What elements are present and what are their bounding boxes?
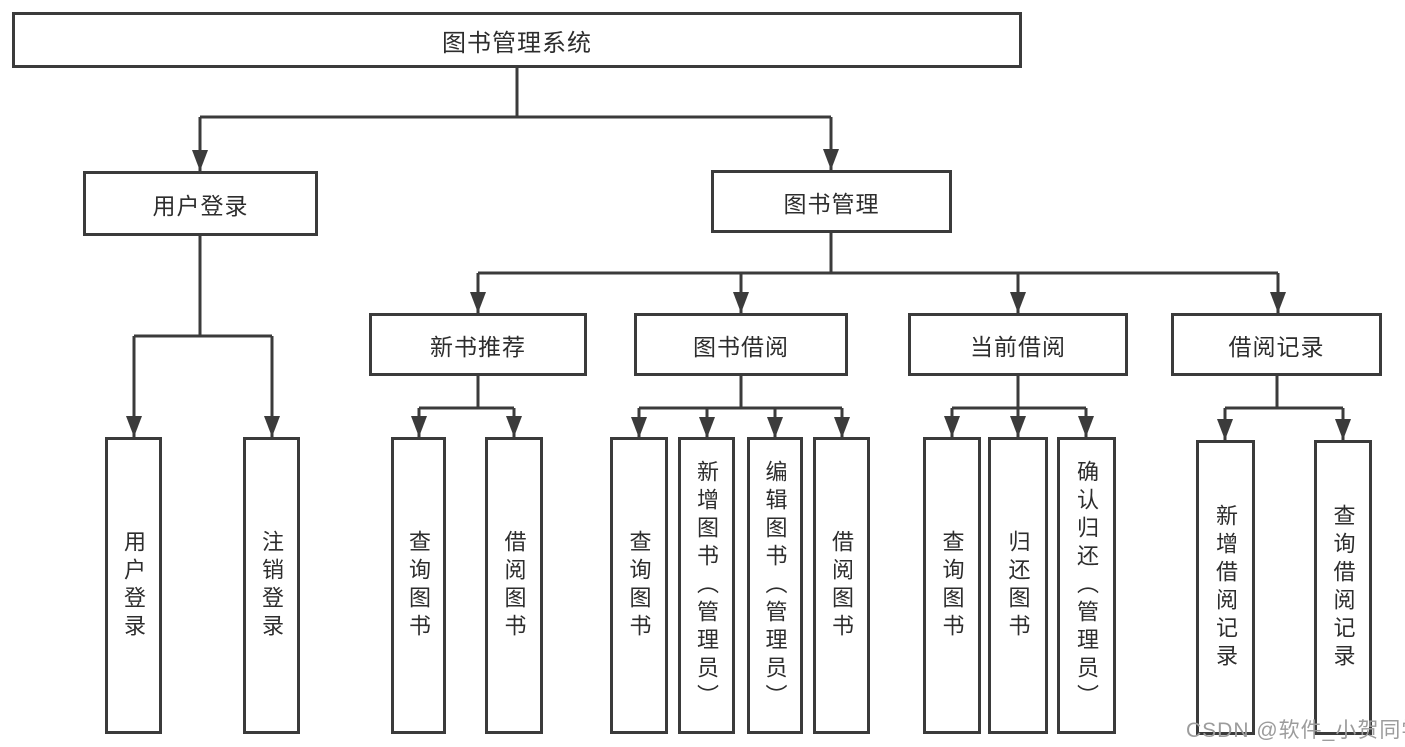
node-user-login: 用户登录 (83, 171, 318, 236)
arrowhead (126, 416, 142, 437)
leaf-records-add: 新增借阅记录 (1196, 440, 1255, 735)
node-new-book-recommend-label: 新书推荐 (430, 333, 526, 360)
arrowhead (411, 416, 427, 437)
arrowhead (944, 416, 960, 437)
arrowhead (767, 417, 783, 438)
arrowhead (470, 292, 486, 313)
node-new-book-recommend: 新书推荐 (369, 313, 587, 376)
leaf-borrow-borrow-books: 借阅图书 (813, 437, 870, 734)
arrowhead (1010, 416, 1026, 437)
node-book-management-label: 图书管理 (783, 190, 880, 217)
leaf-records-query-label: 查询借阅记录 (1330, 503, 1356, 672)
arrowhead (733, 292, 749, 313)
node-borrow-records-label: 借阅记录 (1228, 333, 1325, 360)
arrowhead (631, 417, 647, 438)
leaf-borrow-edit-books-admin: 编辑图书（管理员） (747, 437, 803, 734)
leaf-newbook-borrow-books: 借阅图书 (485, 437, 543, 734)
leaf-borrow-add-books-admin-label: 新增图书（管理员） (694, 459, 720, 712)
leaf-current-query-books: 查询图书 (923, 437, 981, 734)
node-user-login-label: 用户登录 (152, 192, 249, 219)
leaf-records-query: 查询借阅记录 (1314, 440, 1372, 735)
arrowhead (1335, 419, 1351, 440)
leaf-borrow-query-books-label: 查询图书 (626, 529, 652, 642)
leaf-logout: 注销登录 (243, 437, 300, 734)
arrowhead (506, 416, 522, 437)
node-book-borrow-label: 图书借阅 (693, 333, 789, 360)
leaf-current-query-books-label: 查询图书 (939, 529, 965, 642)
arrowhead (264, 416, 280, 437)
arrowhead (834, 417, 850, 438)
node-book-borrow: 图书借阅 (634, 313, 848, 376)
node-root-label: 图书管理系统 (442, 29, 592, 57)
leaf-logout-label: 注销登录 (259, 529, 285, 642)
leaf-newbook-borrow-books-label: 借阅图书 (501, 529, 527, 642)
leaf-newbook-query-books-label: 查询图书 (406, 529, 432, 642)
leaf-borrow-add-books-admin: 新增图书（管理员） (678, 437, 735, 734)
leaf-current-confirm-return-admin: 确认归还（管理员） (1057, 437, 1116, 734)
node-current-borrow-label: 当前借阅 (970, 333, 1066, 360)
node-current-borrow: 当前借阅 (908, 313, 1128, 376)
node-borrow-records: 借阅记录 (1171, 313, 1382, 376)
csdn-watermark: CSDN @软件_小贺同学 (1186, 719, 1405, 742)
leaf-user-login: 用户登录 (105, 437, 162, 734)
arrowhead (1010, 292, 1026, 313)
leaf-newbook-query-books: 查询图书 (391, 437, 446, 734)
leaf-current-return-books: 归还图书 (988, 437, 1048, 734)
arrowhead (192, 150, 208, 171)
arrowhead (823, 149, 839, 170)
leaf-current-confirm-return-admin-label: 确认归还（管理员） (1074, 459, 1100, 712)
arrowhead (1078, 416, 1094, 437)
leaf-records-add-label: 新增借阅记录 (1213, 503, 1239, 672)
leaf-borrow-edit-books-admin-label: 编辑图书（管理员） (762, 459, 788, 712)
arrowhead (699, 417, 715, 438)
node-root: 图书管理系统 (12, 12, 1022, 68)
arrowhead (1270, 292, 1286, 313)
leaf-current-return-books-label: 归还图书 (1005, 529, 1031, 642)
leaf-user-login-label: 用户登录 (121, 529, 147, 642)
leaf-borrow-borrow-books-label: 借阅图书 (829, 529, 855, 642)
arrowhead (1217, 419, 1233, 440)
node-book-management: 图书管理 (711, 170, 952, 233)
leaf-borrow-query-books: 查询图书 (610, 437, 668, 734)
